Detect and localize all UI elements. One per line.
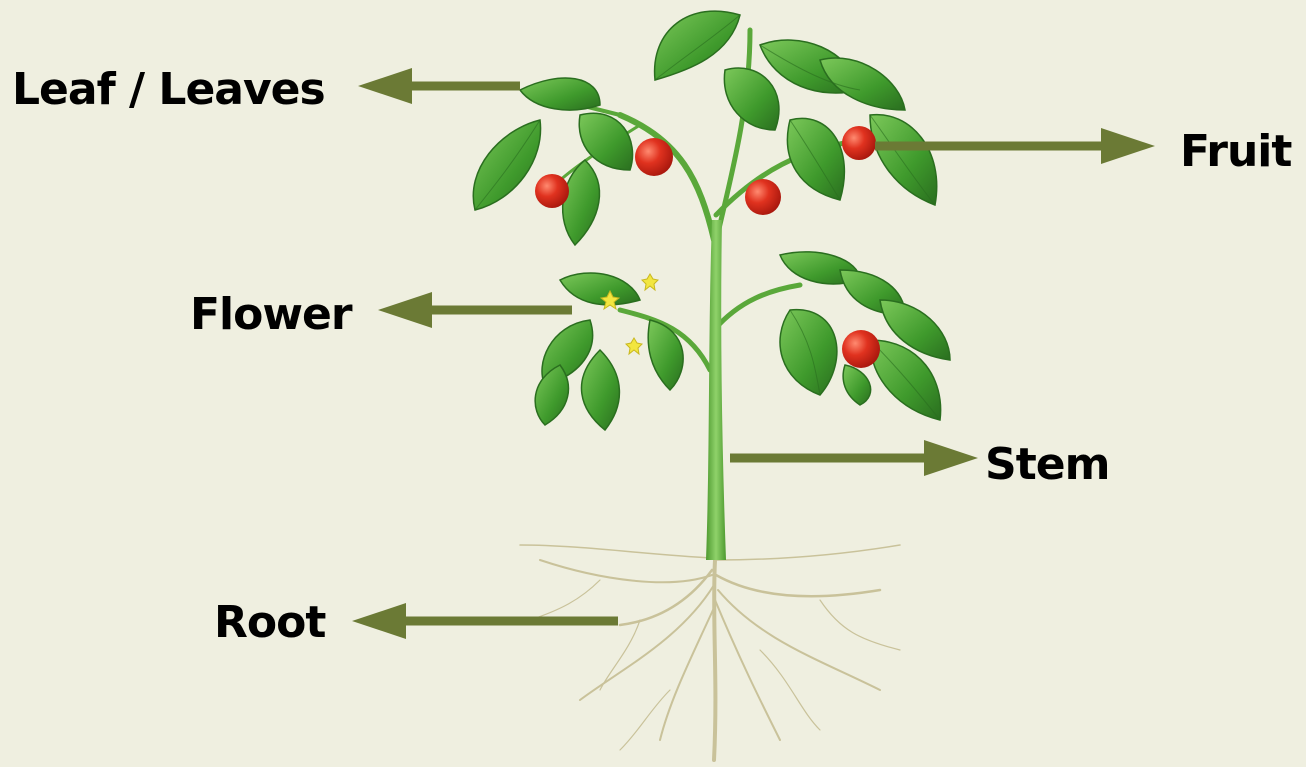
flower-icon [626, 338, 642, 354]
root-label: Root [214, 601, 325, 645]
fruit-icon [842, 126, 876, 160]
fruit-icon [842, 330, 880, 368]
stem-label: Stem [985, 443, 1109, 487]
flower-label: Flower [190, 293, 352, 337]
arrow-stem [730, 440, 978, 476]
leaf-label: Leaf / Leaves [12, 68, 325, 112]
fruit-icon [635, 138, 673, 176]
fruit-icon [535, 174, 569, 208]
fruit-icon [745, 179, 781, 215]
arrow-root [352, 603, 618, 639]
arrows [352, 68, 1155, 639]
arrow-leaf [358, 68, 520, 104]
flower-icon [642, 274, 658, 290]
root-system [520, 545, 900, 760]
arrow-flower [378, 292, 572, 328]
stem-shape [706, 220, 726, 560]
fruit-label: Fruit [1180, 130, 1291, 174]
